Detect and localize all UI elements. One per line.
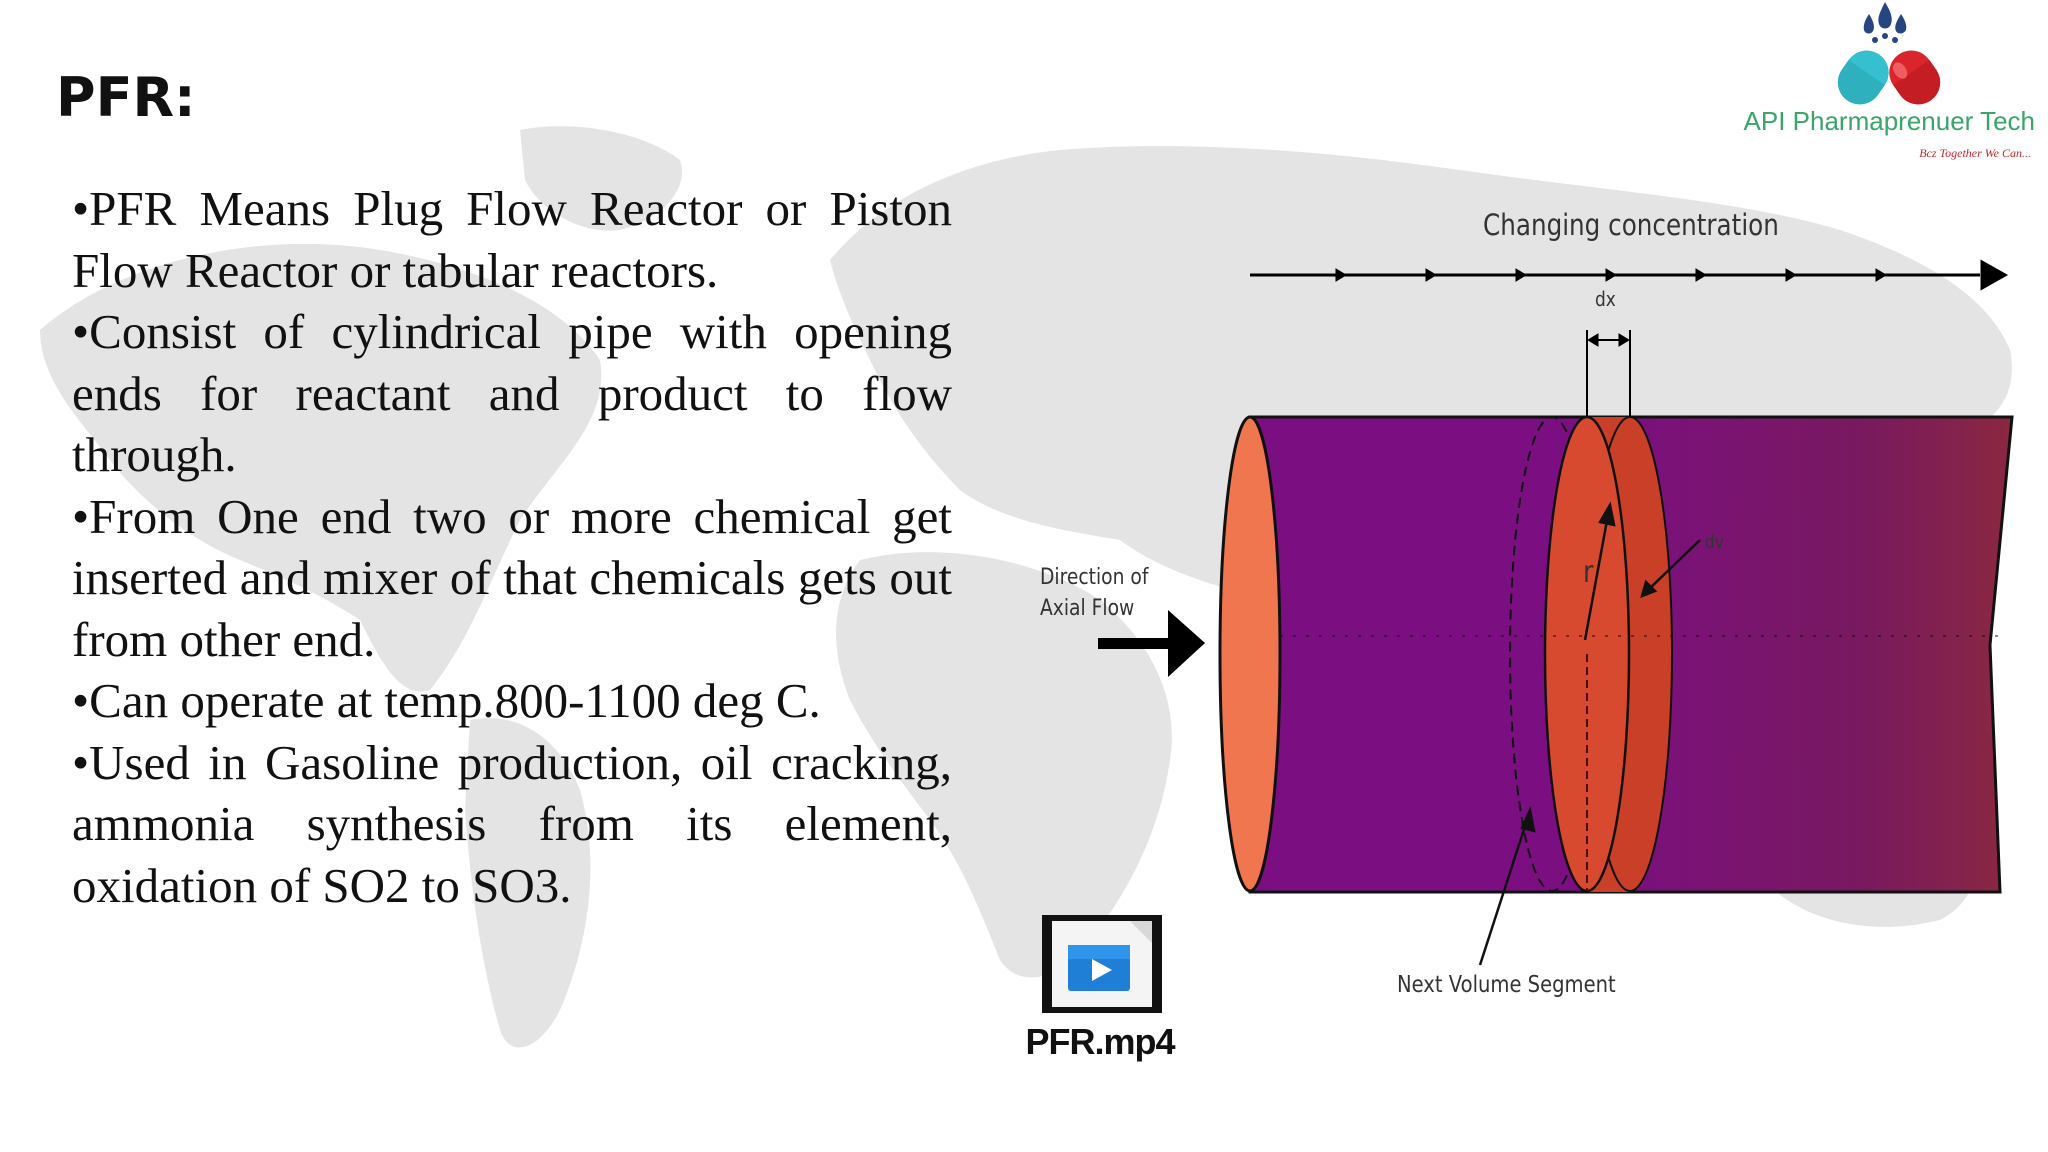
bullet-item: •PFR Means Plug Flow Reactor or Piston F…	[72, 181, 952, 298]
next-segment-pointer	[1478, 805, 1536, 966]
concentration-arrow	[1250, 259, 2009, 291]
logo-tagline: Bcz Together We Can...	[1919, 146, 2031, 160]
capsule-logo-icon	[1837, 2, 1941, 105]
bullet-list: •PFR Means Plug Flow Reactor or Piston F…	[72, 178, 952, 916]
pfr-diagram	[1098, 259, 2014, 966]
slide-title: PFR:	[56, 66, 196, 129]
reactor-inlet-cap	[1218, 415, 1282, 893]
dx-label: dx	[1595, 287, 1616, 311]
video-file-attachment[interactable]: PFR.mp4	[1010, 915, 1190, 1065]
volume-segment-disc	[1543, 415, 1673, 893]
bullet-item: •Consist of cylindrical pipe with openin…	[72, 304, 952, 482]
video-file-icon	[1042, 915, 1162, 1013]
axial-flow-arrow	[1098, 610, 1205, 677]
logo-name: API Pharmaprenuer Tech	[1743, 106, 2035, 136]
changing-concentration-label: Changing concentration	[1483, 208, 1779, 242]
axial-flow-label: Direction of Axial Flow	[1040, 565, 1149, 621]
company-logo: API Pharmaprenuer Tech Bcz Together We C…	[1735, 0, 2045, 170]
radius-arrow	[1583, 501, 1616, 641]
dx-marker	[1586, 330, 1631, 420]
next-volume-segment-label: Next Volume Segment	[1397, 972, 1616, 998]
radius-label: r	[1583, 555, 1594, 590]
video-filename: PFR.mp4	[1025, 1021, 1175, 1062]
dv-label: dv	[1705, 532, 1724, 553]
bullet-item: •Can operate at temp.800-1100 deg C.	[72, 673, 821, 728]
bullet-item: •Used in Gasoline production, oil cracki…	[72, 734, 952, 913]
dv-pointer	[1640, 539, 1701, 599]
bullet-item: •From One end two or more chemical get i…	[72, 488, 952, 667]
